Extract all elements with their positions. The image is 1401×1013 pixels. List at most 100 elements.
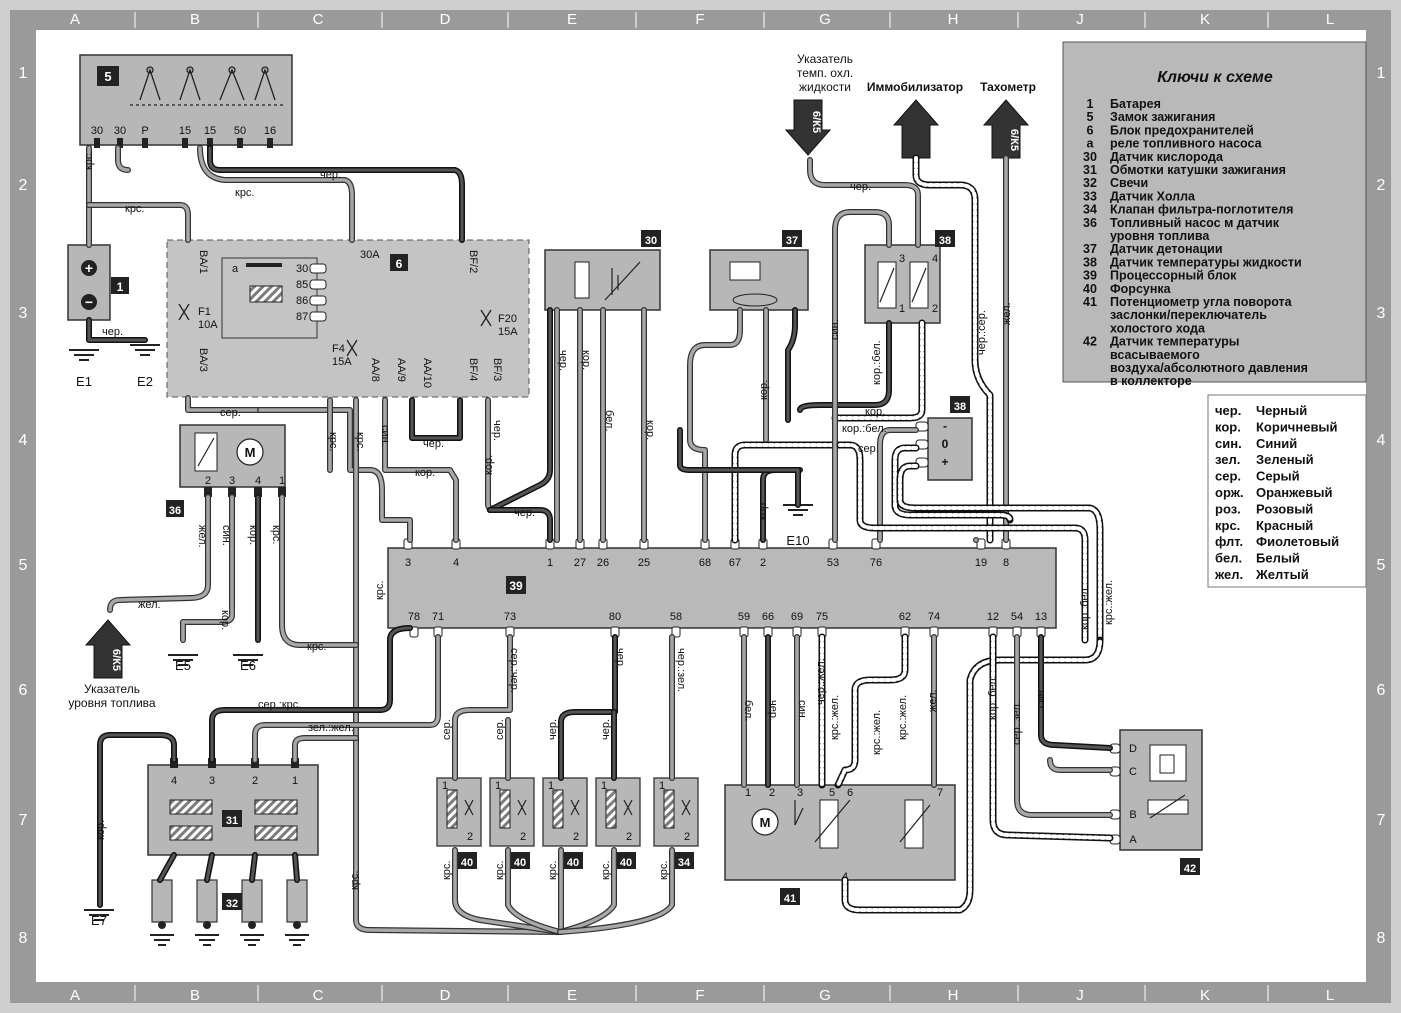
wire-color-label: жел. — [138, 599, 161, 611]
color-code: сер. — [1215, 469, 1241, 484]
wire-color-label: кор.:бел. — [987, 675, 999, 720]
ground-icon — [168, 654, 198, 666]
spark-plug-icon — [150, 879, 174, 946]
pot-element-a — [819, 799, 839, 849]
ecu-pin-label: 19 — [975, 557, 987, 569]
fuse-rating: 15A — [498, 326, 518, 338]
wire — [833, 321, 924, 420]
wire-color-label: чер.:сер. — [976, 310, 988, 355]
color-name: Красный — [1256, 518, 1313, 533]
ecu-pin-label: 13 — [1035, 611, 1047, 623]
map-pin-label: D — [1129, 743, 1137, 755]
grid-row-left: 2 — [19, 177, 28, 194]
wire — [836, 635, 907, 787]
wire — [488, 308, 552, 512]
wire-color-label: крс. — [349, 871, 361, 891]
key-item-text: Форсунка — [1110, 282, 1172, 296]
grid-row-left: 8 — [19, 930, 28, 947]
fuel-level-arrow — [197, 437, 215, 467]
pot-pin-label: 6 — [847, 787, 853, 799]
wire — [258, 408, 412, 542]
relay-pin — [309, 279, 327, 290]
ecu-pin-label: 69 — [791, 611, 803, 623]
key-item-text: Датчик кислорода — [1110, 150, 1224, 164]
color-code: зел. — [1215, 452, 1240, 467]
coil-pin-label: 4 — [171, 775, 177, 787]
key-item-number: 32 — [1083, 176, 1097, 190]
ecu-pin-label: 76 — [870, 557, 882, 569]
wire — [838, 443, 1087, 642]
ground-icon — [130, 344, 160, 356]
key-item-number: 40 — [1083, 282, 1097, 296]
injector — [542, 777, 588, 847]
pump-pin-label: 3 — [229, 475, 235, 487]
ecu-pin-label: 75 — [816, 611, 828, 623]
fuse-icon — [178, 303, 190, 321]
ecu-pin-label: 1 — [547, 557, 553, 569]
grid-col-top: J — [1076, 11, 1084, 28]
wire-color-label: син. — [1035, 687, 1047, 708]
grid-row-right: 1 — [1377, 65, 1386, 82]
wire-color-label: кор. — [95, 820, 107, 840]
battery-minus: − — [85, 294, 93, 310]
pump-pin-label: 2 — [205, 475, 211, 487]
fuse-rating: 10A — [198, 319, 218, 331]
ecu-pin-label: 80 — [609, 611, 621, 623]
color-code: син. — [1215, 436, 1242, 451]
grid-col-top: H — [948, 11, 959, 28]
color-code: бел. — [1215, 551, 1242, 566]
color-name: Фиолетовый — [1256, 534, 1339, 549]
ecu-pin-label: 25 — [638, 557, 650, 569]
fuse-conn-label: AA/9 — [395, 358, 407, 382]
fuse-conn-label: BF/3 — [491, 358, 503, 381]
wire-color-label: син. — [379, 425, 391, 446]
grid-col-top: D — [440, 11, 451, 28]
color-name: Оранжевый — [1256, 485, 1333, 500]
knock-element — [729, 261, 761, 281]
arrow-label: Указатель — [84, 682, 140, 696]
key-item-text: заслонки/переключатель — [1110, 308, 1267, 322]
wire-color-label: бел. — [742, 700, 754, 721]
key-item-text: реле топливного насоса — [1110, 137, 1263, 151]
ignition-pin — [267, 138, 273, 148]
injector-pin-label: 1 — [601, 780, 607, 792]
wire — [186, 396, 262, 412]
wire — [253, 635, 440, 762]
wire-color-label: жел. — [196, 525, 208, 548]
ignition-pin — [207, 138, 213, 148]
map-element-inner — [1159, 754, 1175, 774]
grid-row-left: 6 — [19, 682, 28, 699]
sensor-38b-id: 38 — [954, 401, 966, 413]
ecu-pin-label: 54 — [1011, 611, 1023, 623]
ignition-pin-label: P — [141, 125, 148, 137]
ignition-pin — [182, 138, 188, 148]
wire-color-label: чер. — [514, 507, 535, 519]
wire-color-label: сер. — [220, 407, 241, 419]
pot-pin-label: 5 — [829, 787, 835, 799]
wire-color-label: крс. — [235, 187, 255, 199]
arrow-label: уровня топлива — [68, 696, 156, 710]
injector-tag — [616, 852, 636, 869]
ignition-contacts — [130, 66, 285, 106]
pot-pin-label: 1 — [745, 787, 751, 799]
color-name: Белый — [1256, 551, 1300, 566]
key-item-number: 34 — [1083, 203, 1097, 217]
key-item-text: Датчик температуры жидкости — [1110, 255, 1302, 269]
wire — [733, 443, 842, 542]
ignition-pin — [142, 138, 148, 148]
fuse-conn-label: AA/8 — [369, 358, 381, 382]
wire-color-label: чер.:жел. — [815, 658, 827, 705]
injector-pin-label: 1 — [495, 780, 501, 792]
ignition-pin-label: 15 — [204, 125, 216, 137]
key-item-text: Свечи — [1110, 176, 1148, 190]
wire-color-label: син. — [220, 525, 232, 546]
wire-color-label: кор.:бел. — [842, 423, 887, 435]
wire-color-label: чер. — [102, 326, 123, 338]
ground-icon — [69, 349, 99, 361]
coil-4 — [254, 825, 298, 841]
key-item-text: Процессорный блок — [1110, 269, 1237, 283]
pump-pin-label: 4 — [255, 475, 261, 487]
wire — [1048, 758, 1112, 772]
ground-icon — [84, 909, 114, 921]
coil-1 — [169, 799, 213, 815]
